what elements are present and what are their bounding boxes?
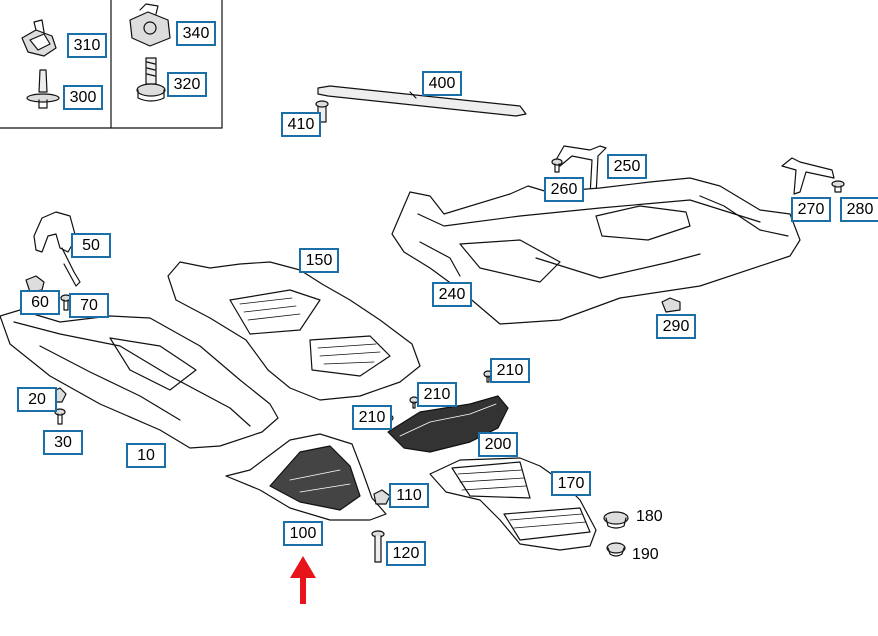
- callout-340[interactable]: 340: [176, 21, 216, 46]
- panel-10: [0, 309, 279, 449]
- screw-120: [371, 530, 385, 563]
- clip-110: [373, 489, 391, 505]
- callout-70[interactable]: 70: [69, 293, 109, 318]
- callout-200[interactable]: 200: [478, 432, 518, 457]
- callout-110[interactable]: 110: [389, 483, 429, 508]
- panel-150: [167, 261, 421, 401]
- panel-240: [391, 177, 801, 325]
- callout-170[interactable]: 170: [551, 471, 591, 496]
- callout-250[interactable]: 250: [607, 154, 647, 179]
- bolt-320: [136, 57, 166, 102]
- callout-280[interactable]: 280: [840, 197, 878, 222]
- nut-190: [606, 542, 626, 557]
- callout-300[interactable]: 300: [63, 85, 103, 110]
- callout-60[interactable]: 60: [20, 290, 60, 315]
- fastener-inset-box: [0, 0, 223, 129]
- pointer-arrow: [290, 556, 316, 604]
- clip-280: [831, 180, 845, 193]
- callout-10[interactable]: 10: [126, 443, 166, 468]
- panel-100: [225, 433, 387, 521]
- callout-30[interactable]: 30: [43, 430, 83, 455]
- label-180[interactable]: 180: [636, 508, 663, 525]
- callout-20[interactable]: 20: [17, 387, 57, 412]
- callout-120[interactable]: 120: [386, 541, 426, 566]
- callout-100[interactable]: 100: [283, 521, 323, 546]
- clip-nut-340: [129, 3, 171, 47]
- callout-240[interactable]: 240: [432, 282, 472, 307]
- callout-210-b[interactable]: 210: [417, 382, 457, 407]
- callout-150[interactable]: 150: [299, 248, 339, 273]
- bracket-50: [33, 211, 81, 287]
- callout-320[interactable]: 320: [167, 72, 207, 97]
- callout-290[interactable]: 290: [656, 314, 696, 339]
- screw-30: [54, 408, 66, 425]
- bracket-250: [555, 145, 607, 197]
- callout-210-a[interactable]: 210: [490, 358, 530, 383]
- callout-410[interactable]: 410: [281, 112, 321, 137]
- clip-290: [661, 297, 681, 313]
- callout-210-c[interactable]: 210: [352, 405, 392, 430]
- brace-400: [317, 85, 527, 117]
- screw-260: [551, 158, 563, 173]
- clip-nut-310: [21, 19, 57, 57]
- callout-310[interactable]: 310: [67, 33, 107, 58]
- label-190[interactable]: 190: [632, 546, 659, 563]
- nut-180: [603, 511, 629, 529]
- callout-400[interactable]: 400: [422, 71, 462, 96]
- bracket-270: [781, 157, 835, 195]
- callout-50[interactable]: 50: [71, 233, 111, 258]
- callout-270[interactable]: 270: [791, 197, 831, 222]
- push-rivet-300: [26, 69, 60, 109]
- callout-260[interactable]: 260: [544, 177, 584, 202]
